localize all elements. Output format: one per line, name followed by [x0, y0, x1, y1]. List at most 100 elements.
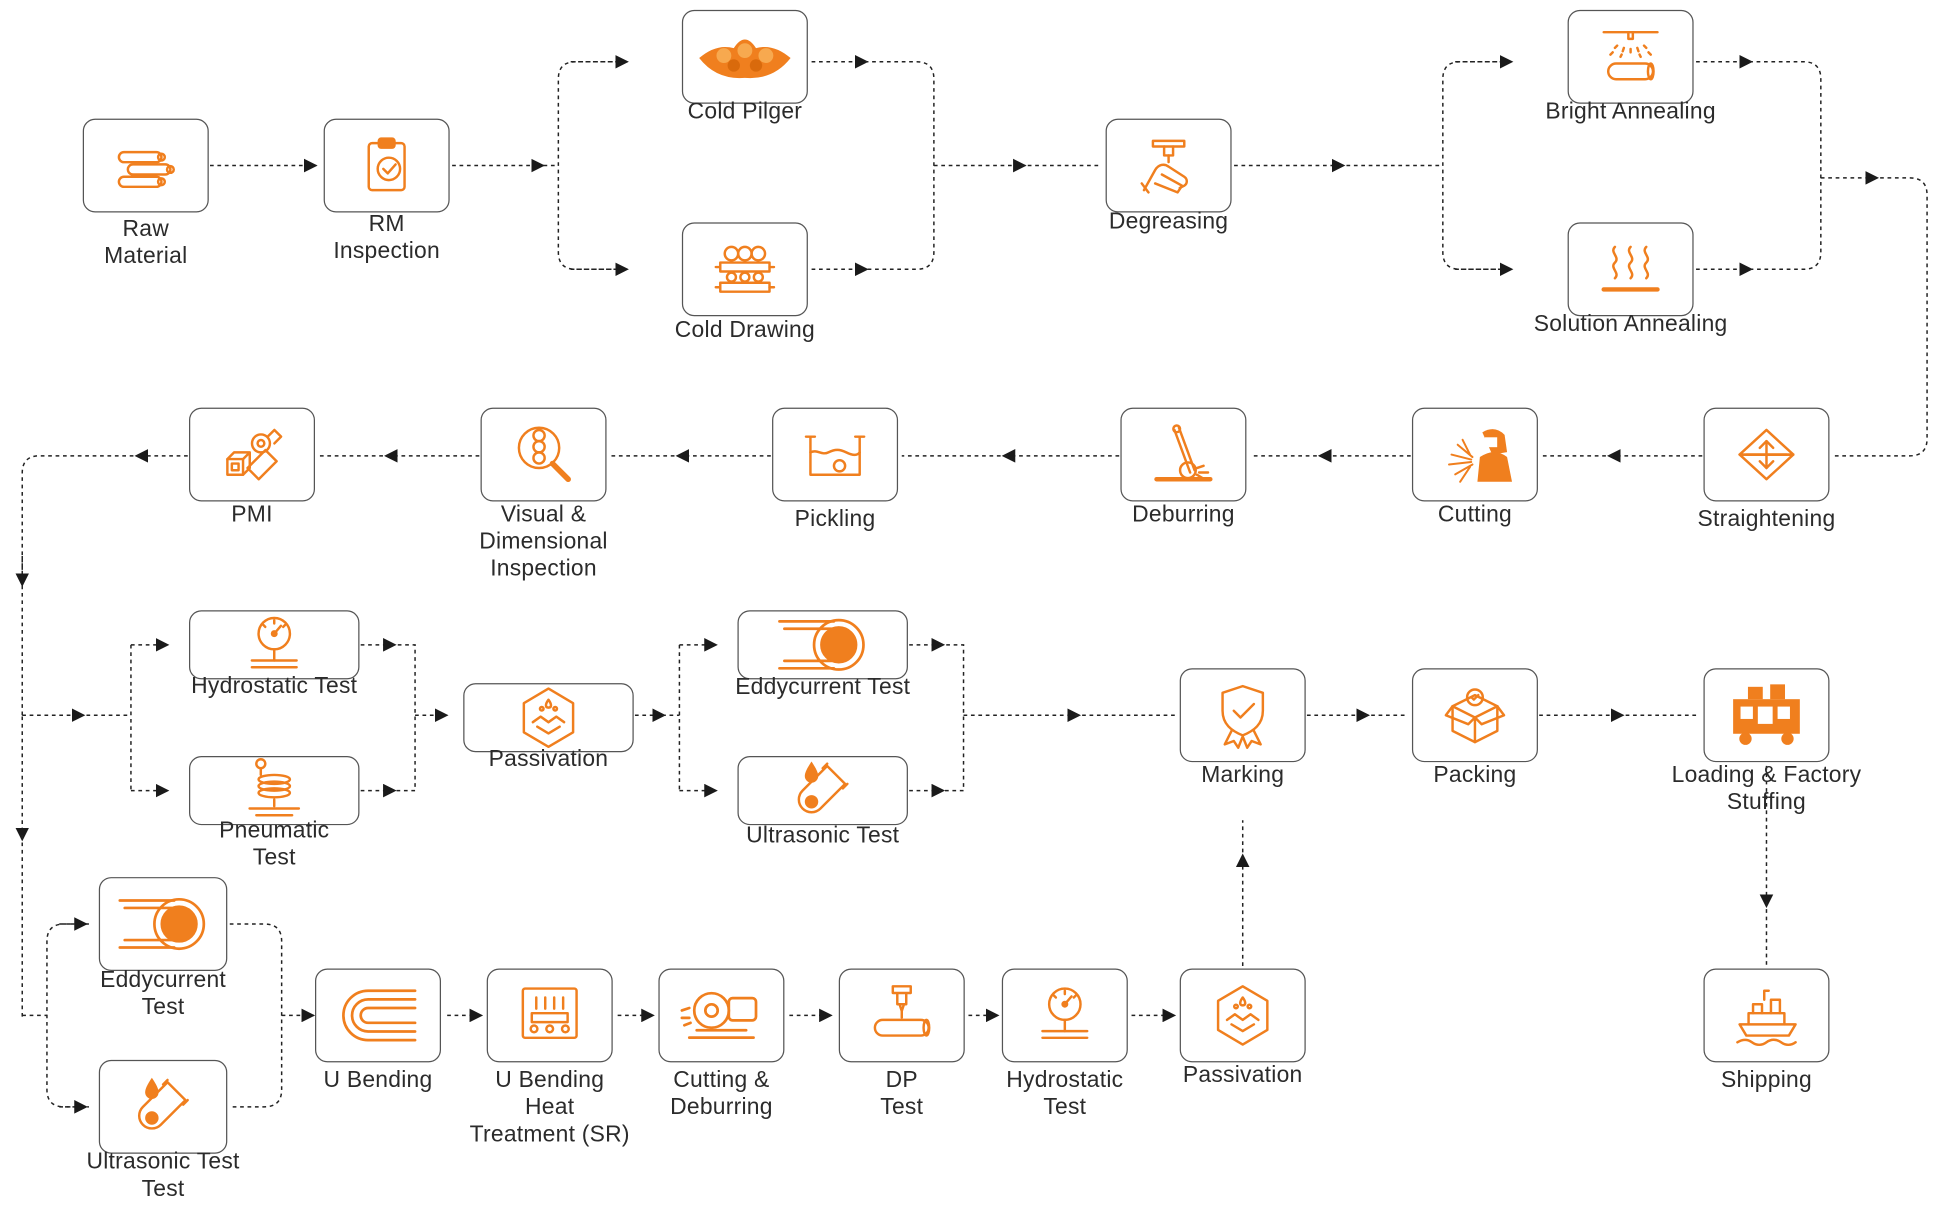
flow-line	[1442, 61, 1513, 271]
step-label-line: RM	[368, 210, 405, 236]
coil-gauge-icon	[238, 755, 310, 827]
step-icon-box	[658, 968, 785, 1063]
step-icon-box	[681, 222, 808, 317]
flow-line	[1833, 177, 1928, 457]
step-icon-box	[189, 610, 360, 680]
hexagon-drops-icon	[513, 682, 585, 754]
step-label-line: Cutting	[1437, 500, 1513, 527]
pressure-gauge-icon	[1029, 980, 1101, 1052]
step-label: Pickling	[699, 505, 971, 532]
step-label-line: Raw	[122, 214, 169, 241]
step-label-line: Inspection	[333, 237, 440, 264]
flow-line	[1749, 61, 1822, 271]
step-label-line: Eddycurrent	[100, 966, 227, 992]
spray-pipe-icon	[1595, 21, 1667, 93]
step-icon-box	[486, 968, 613, 1063]
step-label: Marking	[1107, 761, 1379, 788]
step-label-line: Deburring	[1132, 500, 1235, 527]
flow-line	[21, 455, 141, 581]
step-label: Shipping	[1631, 1066, 1903, 1093]
step-label-line: Packing	[1433, 760, 1517, 787]
furnace-icon	[514, 980, 586, 1052]
grinder-icon	[1148, 419, 1220, 491]
step-icon-box	[1179, 968, 1306, 1063]
step-icon-box	[1120, 407, 1247, 502]
step-label: Hydrostatic Test	[138, 672, 410, 699]
step-label-line: Cold Pilger	[687, 97, 803, 124]
step-label: U Bending	[242, 1066, 514, 1093]
step-icon-box	[1411, 668, 1538, 763]
magnifier-icon	[508, 419, 580, 491]
step-label: Degreasing	[1033, 208, 1305, 235]
step-icon-box	[480, 407, 607, 502]
step-label-line: Marking	[1201, 760, 1285, 787]
step-icon-box	[82, 118, 209, 213]
step-label-line: Test	[252, 843, 296, 870]
step-icon-box	[98, 877, 228, 971]
step-label-line: Straightening	[1697, 505, 1836, 532]
metal-blocks-icon	[216, 419, 288, 491]
flow-line	[938, 644, 965, 792]
step-label-line: Test	[141, 1174, 185, 1201]
step-label: Cold Drawing	[609, 316, 881, 343]
test-tube-drop-icon	[787, 755, 859, 827]
step-icon-box	[189, 755, 360, 827]
step-label: Straightening	[1631, 505, 1903, 532]
step-label-line: Ultrasonic Test	[746, 821, 900, 848]
step-label-line: Cutting &	[673, 1066, 770, 1093]
step-label: Cold Pilger	[609, 98, 881, 125]
washing-hand-icon	[1133, 130, 1205, 202]
step-icon-box	[1703, 668, 1830, 763]
ship-icon	[1731, 980, 1803, 1052]
dye-penetrant-icon	[866, 980, 938, 1052]
step-label-line: Stuffing	[1726, 788, 1807, 815]
step-icon-box	[1001, 968, 1128, 1063]
step-label-line: Solution Annealing	[1533, 310, 1728, 337]
drawing-machine-icon	[709, 233, 781, 305]
step-label-line: U Bending	[495, 1066, 605, 1093]
step-passivation-final	[0, 0, 1, 1]
step-icon-box	[1703, 407, 1830, 502]
test-tube-drop-icon	[127, 1071, 199, 1143]
step-icon-box	[1411, 407, 1538, 502]
cutting-machine-icon	[674, 981, 768, 1050]
step-label-line: Shipping	[1721, 1066, 1812, 1093]
step-icon-box	[1105, 118, 1232, 213]
step-label-line: Treatment (SR)	[469, 1120, 630, 1147]
step-label-line: Bright Annealing	[1545, 97, 1716, 124]
step-label-line: Loading & Factory	[1671, 760, 1862, 787]
step-label-line: Passivation	[488, 744, 609, 771]
step-icon-box	[189, 407, 316, 502]
step-icon-box	[737, 610, 908, 680]
step-label-line: Hydrostatic Test	[191, 672, 358, 698]
step-label-line: Heat	[525, 1093, 575, 1120]
welder-sparks-icon	[1430, 420, 1519, 489]
box-check-icon	[1439, 679, 1511, 751]
flow-line	[46, 923, 89, 1108]
step-label: Cutting &Deburring	[586, 1066, 858, 1120]
step-label: PMI	[116, 500, 388, 527]
step-icon-box	[1567, 222, 1694, 317]
step-icon-box	[1179, 668, 1306, 763]
flow-line	[390, 644, 416, 792]
step-icon-box	[1703, 968, 1830, 1063]
badge-check-icon	[1207, 679, 1279, 751]
tube-rings-icon	[770, 611, 876, 678]
step-label-line: Cold Drawing	[674, 316, 815, 343]
step-label-line: Degreasing	[1108, 207, 1229, 234]
pipes-icon	[110, 130, 182, 202]
step-label-line: Inspection	[490, 554, 597, 581]
flow-line	[864, 61, 935, 271]
step-label-line: Passivation	[1182, 1061, 1303, 1088]
step-label-line: Dimensional	[479, 527, 608, 554]
step-icon-box	[1567, 9, 1694, 104]
